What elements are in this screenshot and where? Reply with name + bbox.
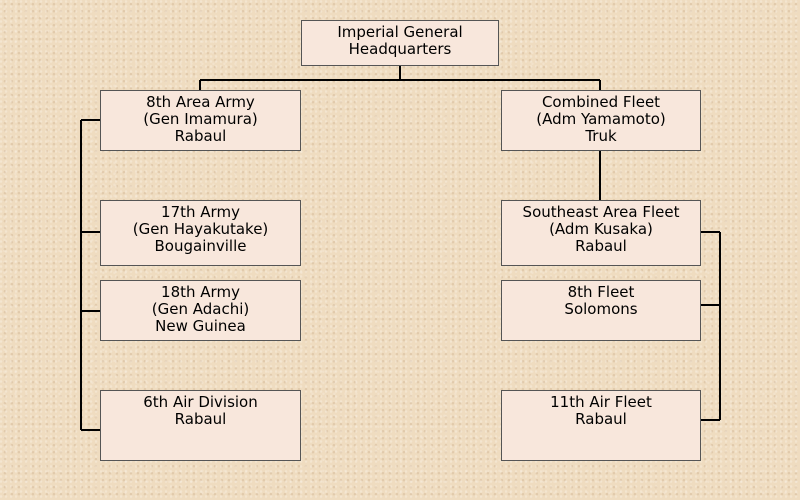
box-line: 8th Fleet — [567, 283, 635, 301]
box-line: 17th Army — [161, 203, 240, 221]
box-line: 6th Air Division — [143, 393, 258, 411]
box-8th-area-army: 8th Area Army (Gen Imamura) Rabaul — [100, 90, 301, 151]
box-line: Imperial General — [337, 23, 463, 41]
box-southeast-area-fleet: Southeast Area Fleet (Adm Kusaka) Rabaul — [501, 200, 701, 266]
box-line: Headquarters — [348, 40, 452, 58]
box-line: 8th Area Army — [146, 93, 255, 111]
box-line: Truk — [585, 127, 617, 145]
box-line: Southeast Area Fleet — [522, 203, 680, 221]
box-combined-fleet: Combined Fleet (Adm Yamamoto) Truk — [501, 90, 701, 151]
box-line: Bougainville — [154, 237, 247, 255]
box-11th-air-fleet: 11th Air Fleet Rabaul — [501, 390, 701, 461]
box-line: 11th Air Fleet — [550, 393, 652, 411]
box-line: (Adm Kusaka) — [549, 220, 653, 238]
box-line: New Guinea — [155, 317, 246, 335]
box-8th-fleet: 8th Fleet Solomons — [501, 280, 701, 341]
box-17th-army: 17th Army (Gen Hayakutake) Bougainville — [100, 200, 301, 266]
box-line: Rabaul — [575, 237, 627, 255]
box-line: (Gen Imamura) — [143, 110, 258, 128]
box-imperial-general-headquarters: Imperial General Headquarters — [301, 20, 499, 66]
box-line: Combined Fleet — [541, 93, 661, 111]
box-line: Rabaul — [174, 410, 227, 428]
box-18th-army: 18th Army (Gen Adachi) New Guinea — [100, 280, 301, 341]
box-line: Solomons — [564, 300, 638, 318]
box-line: Rabaul — [174, 127, 227, 145]
box-line: (Adm Yamamoto) — [536, 110, 666, 128]
box-6th-air-division: 6th Air Division Rabaul — [100, 390, 301, 461]
box-line: (Gen Hayakutake) — [132, 220, 269, 238]
box-line: Rabaul — [575, 410, 627, 428]
box-line: (Gen Adachi) — [151, 300, 250, 318]
box-line: 18th Army — [161, 283, 240, 301]
